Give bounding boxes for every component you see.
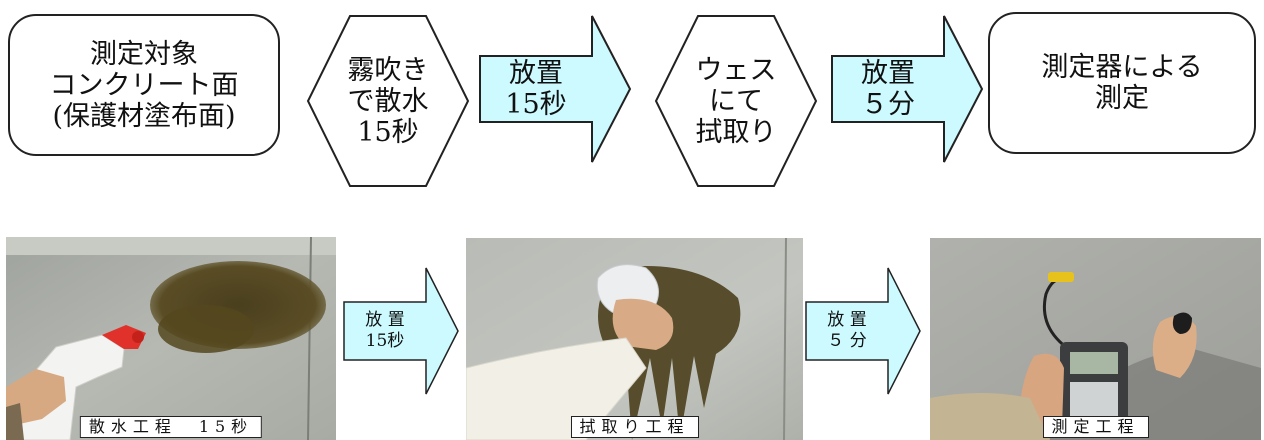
measure-photo-illustration [930,238,1261,440]
spray-photo-illustration [6,237,336,440]
flow-arrow-wait-5min: 放置 ５分 [830,14,984,164]
flow-step-wipe-text: ウェス にて 拭取り [695,54,777,148]
hexagon-shape [306,15,470,187]
right-arrow-shape [805,267,921,395]
photo-arrow-wait-15s: 放 置 15秒 [342,266,460,396]
photo-wiping-caption: 拭取り工程 [570,416,699,438]
photo-spraying-caption: 散水工程 15秒 [79,416,263,438]
flow-step-measure: 測定器による 測定 [988,12,1256,154]
flow-step-spray-text: 霧吹き で散水 15秒 [347,54,429,148]
flow-step-measure-text: 測定器による 測定 [1041,52,1203,114]
photo-measuring: 測定工程 [930,238,1261,440]
flow-arrow-wait-15s-text: 放置 15秒 [505,58,567,120]
flow-arrow-wait-5min-text: 放置 ５分 [861,58,915,120]
right-arrow-shape [343,267,459,395]
hexagon-shape [654,15,818,187]
flow-step-target-surface-text: 測定対象 コンクリート面 (保護材塗布面) [49,38,239,132]
photo-measuring-caption: 測定工程 [1042,416,1149,438]
flow-step-wipe-hexagon: ウェス にて 拭取り [654,14,818,188]
flow-step-target-surface: 測定対象 コンクリート面 (保護材塗布面) [8,14,280,156]
photo-arrow-wait-5min: 放 置 ５ 分 [804,266,922,396]
right-arrow-shape [479,15,632,163]
right-arrow-shape [831,15,984,163]
wipe-photo-illustration [466,238,803,440]
flow-step-spray-hexagon: 霧吹き で散水 15秒 [306,14,470,188]
photo-wiping: 拭取り工程 [466,238,803,440]
photo-spraying: 散水工程 15秒 [6,237,336,440]
flow-arrow-wait-15s: 放置 15秒 [478,14,632,164]
photo-arrow-wait-5min-text: 放 置 ５ 分 [827,310,867,351]
photo-arrow-wait-15s-text: 放 置 15秒 [365,310,405,351]
